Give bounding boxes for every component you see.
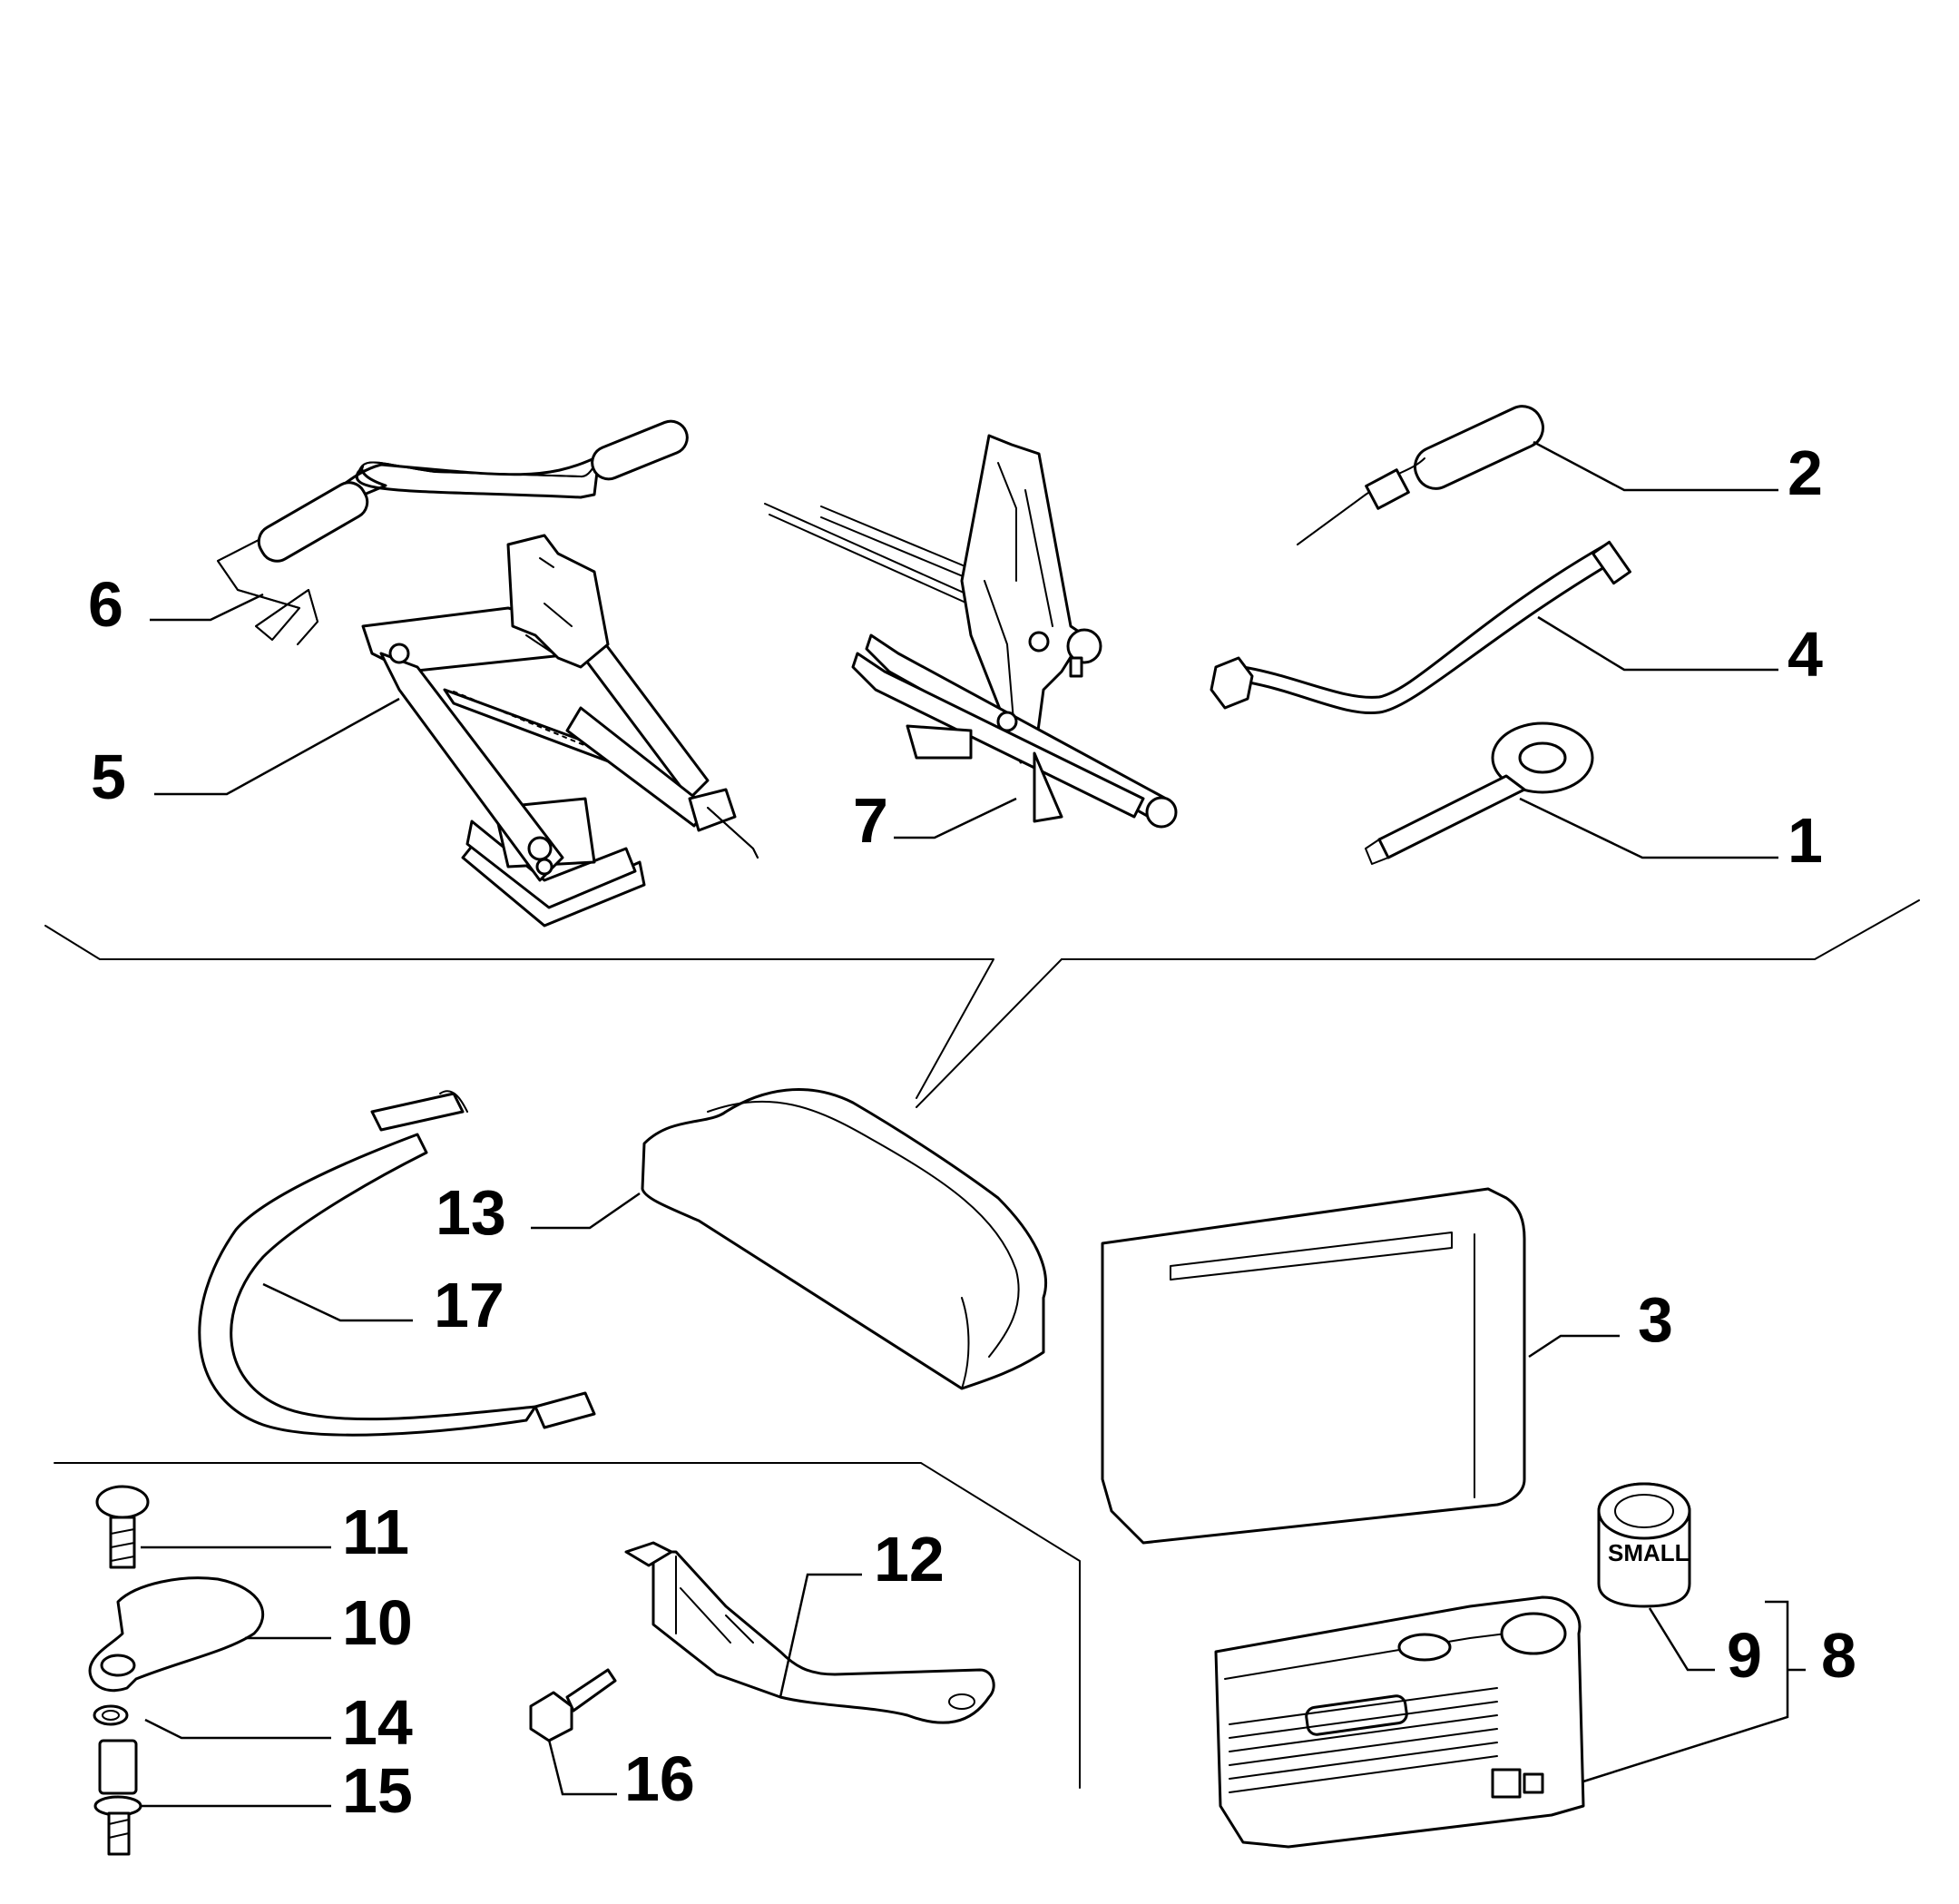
towing-eye (1365, 721, 1594, 865)
fasteners-group (88, 1485, 264, 1856)
callout-2: 2 (1788, 437, 1823, 508)
callout-3: 3 (1638, 1284, 1673, 1355)
strap (198, 1090, 596, 1437)
screwdriver (1297, 405, 1544, 545)
callout-13: 13 (436, 1177, 506, 1248)
jack-crank-handle (217, 419, 689, 645)
callout-10: 10 (342, 1587, 413, 1658)
callout-14: 14 (342, 1687, 413, 1758)
callout-4: 4 (1788, 619, 1823, 690)
callout-numbers: 2 4 1 6 5 7 3 13 17 11 10 14 15 16 12 9 … (88, 437, 1856, 1826)
can-label: SMALL (1608, 1539, 1690, 1566)
callout-1: 1 (1788, 805, 1823, 876)
callout-17: 17 (434, 1270, 504, 1340)
callout-11: 11 (342, 1497, 409, 1567)
tool-bag (641, 1088, 1048, 1390)
callout-9: 9 (1727, 1620, 1762, 1691)
case (1101, 1187, 1526, 1545)
bracket (624, 1541, 995, 1724)
leader-lines (141, 440, 1806, 1808)
sealant-can: SMALL (1597, 1482, 1691, 1608)
callout-5: 5 (91, 741, 126, 812)
callout-15: 15 (342, 1755, 413, 1826)
jack-assembly (764, 434, 1178, 829)
wheel-wrench (1210, 540, 1631, 715)
section-dividers (44, 899, 1920, 1789)
callout-16: 16 (624, 1743, 695, 1814)
callout-7: 7 (853, 785, 888, 856)
compressor (1214, 1595, 1585, 1849)
callout-12: 12 (874, 1524, 945, 1595)
bolt (529, 1668, 617, 1742)
callout-8: 8 (1821, 1620, 1856, 1691)
callout-6: 6 (88, 569, 123, 640)
scissor-jack (361, 534, 759, 927)
